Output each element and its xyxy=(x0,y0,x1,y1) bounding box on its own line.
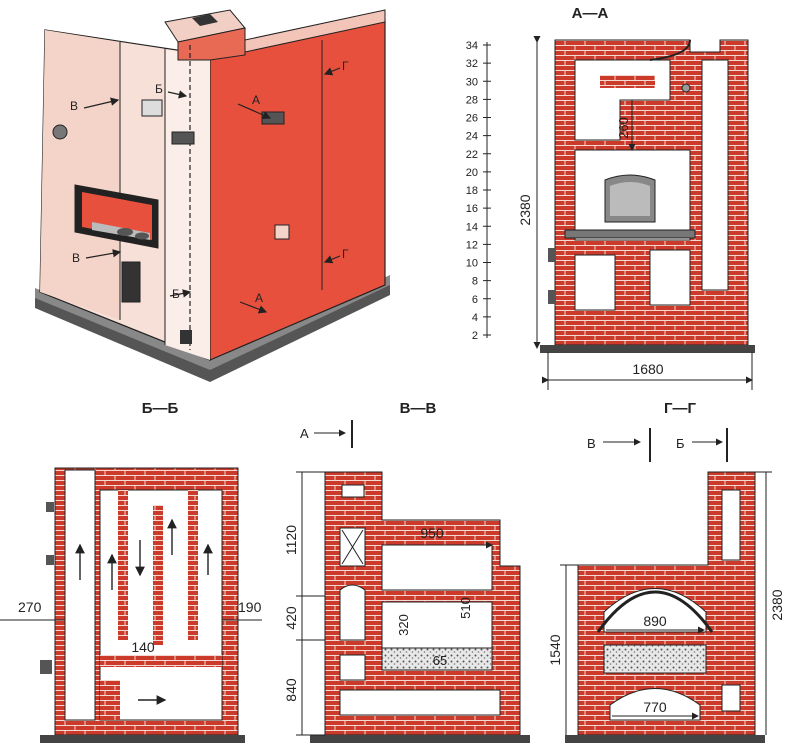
section-title: Г—Г xyxy=(664,400,697,417)
ruler-tick-label: 26 xyxy=(466,113,478,125)
ruler-tick-label: 12 xyxy=(466,239,478,251)
dim-420: 420 xyxy=(283,606,299,630)
ruler-tick-label: 32 xyxy=(466,58,478,70)
ruler-tick-label: 30 xyxy=(466,76,478,88)
dim-height: 2380 xyxy=(517,194,533,225)
ruler-tick-label: 28 xyxy=(466,94,478,106)
dim-510: 510 xyxy=(458,597,473,619)
ruler-tick-label: 22 xyxy=(466,149,478,161)
marker-label: В xyxy=(70,99,78,113)
dim-1540: 1540 xyxy=(547,634,563,665)
dim-65: 65 xyxy=(433,653,447,668)
dim-bottom: 140 xyxy=(131,639,155,655)
marker-label: Б xyxy=(155,82,163,96)
marker-label: Б xyxy=(172,287,180,301)
section-title: А—А xyxy=(572,5,609,22)
dim-890: 890 xyxy=(643,613,667,629)
dim-left: 270 xyxy=(18,599,42,615)
ruler-tick-label: 18 xyxy=(466,185,478,197)
ruler-tick-label: 10 xyxy=(466,258,478,270)
dim-right: 190 xyxy=(238,599,262,615)
dim-1120: 1120 xyxy=(283,525,299,555)
dim-inner: 260 xyxy=(616,117,631,139)
vent-round xyxy=(52,124,68,140)
marker-label: Г xyxy=(342,247,349,261)
section-title: Б—Б xyxy=(142,400,179,417)
dim-950: 950 xyxy=(420,525,444,541)
ruler-tick-label: 34 xyxy=(466,40,478,52)
section-marker: Б xyxy=(676,436,685,451)
cleanout-door xyxy=(180,330,192,344)
marker-label: В xyxy=(72,251,80,265)
dim-320: 320 xyxy=(396,614,411,636)
cleanout-right xyxy=(274,224,290,240)
dim-770: 770 xyxy=(643,699,667,715)
ruler-tick-label: 6 xyxy=(472,294,478,306)
ruler-tick-label: 2 xyxy=(472,330,478,342)
ash-door xyxy=(121,261,141,303)
section-marker: В xyxy=(587,436,596,451)
dim-width: 1680 xyxy=(632,361,663,377)
aa-base xyxy=(540,345,755,353)
ruler-tick-label: 20 xyxy=(466,167,478,179)
ruler-tick-label: 24 xyxy=(466,131,478,143)
marker-label: Г xyxy=(342,59,349,73)
ruler-tick-label: 8 xyxy=(472,276,478,288)
dim-2380: 2380 xyxy=(769,589,785,620)
section-bb: Б—Б 270 190 140 xyxy=(0,400,262,743)
base-slab xyxy=(35,282,390,382)
section-marker: А xyxy=(300,426,309,441)
vent-upper xyxy=(141,99,163,117)
ruler-tick-label: 14 xyxy=(466,221,478,233)
isometric-view: В Б А Г В Б А Г xyxy=(35,9,390,382)
section-title: В—В xyxy=(400,400,437,417)
ruler-tick-label: 16 xyxy=(466,203,478,215)
section-vv: В—В А 1120 420 840 950 320 510 65 xyxy=(283,400,530,743)
section-gg: Г—Г В Б 890 770 1540 2380 xyxy=(547,400,785,743)
dim-840: 840 xyxy=(283,678,299,702)
marker-label: А xyxy=(252,93,260,107)
marker-label: А xyxy=(255,291,263,305)
ruler-tick-label: 4 xyxy=(472,312,478,324)
